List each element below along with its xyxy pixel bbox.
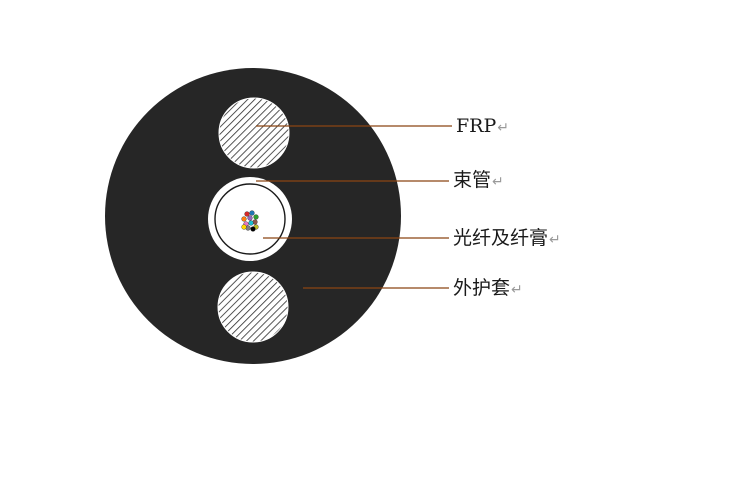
optical-fiber	[249, 210, 255, 216]
paragraph-mark-icon: ↵	[497, 120, 510, 136]
callout-tube: 束管↵	[453, 171, 504, 190]
optical-fiber	[247, 215, 253, 221]
frp-member-bottom	[217, 271, 289, 343]
callout-tube-text: 束管	[453, 169, 492, 191]
paragraph-mark-icon: ↵	[492, 174, 504, 190]
optical-fiber	[241, 224, 247, 230]
callout-frp-text: FRP	[456, 115, 497, 137]
optical-fiber	[250, 226, 256, 232]
callout-fiber-text: 光纤及纤膏	[453, 227, 549, 249]
callout-jacket: 外护套↵	[453, 279, 523, 298]
frp-member-top	[218, 97, 290, 169]
paragraph-mark-icon: ↵	[511, 282, 523, 298]
paragraph-mark-icon: ↵	[549, 232, 561, 248]
optical-fiber-bundle	[241, 210, 259, 232]
callout-frp: FRP↵	[456, 117, 509, 136]
callout-fiber: 光纤及纤膏↵	[453, 229, 561, 248]
optical-fiber	[248, 220, 254, 226]
optical-fiber	[253, 214, 259, 220]
callout-jacket-text: 外护套	[453, 277, 511, 299]
optical-fiber	[241, 216, 247, 222]
optical-fiber	[244, 211, 250, 217]
